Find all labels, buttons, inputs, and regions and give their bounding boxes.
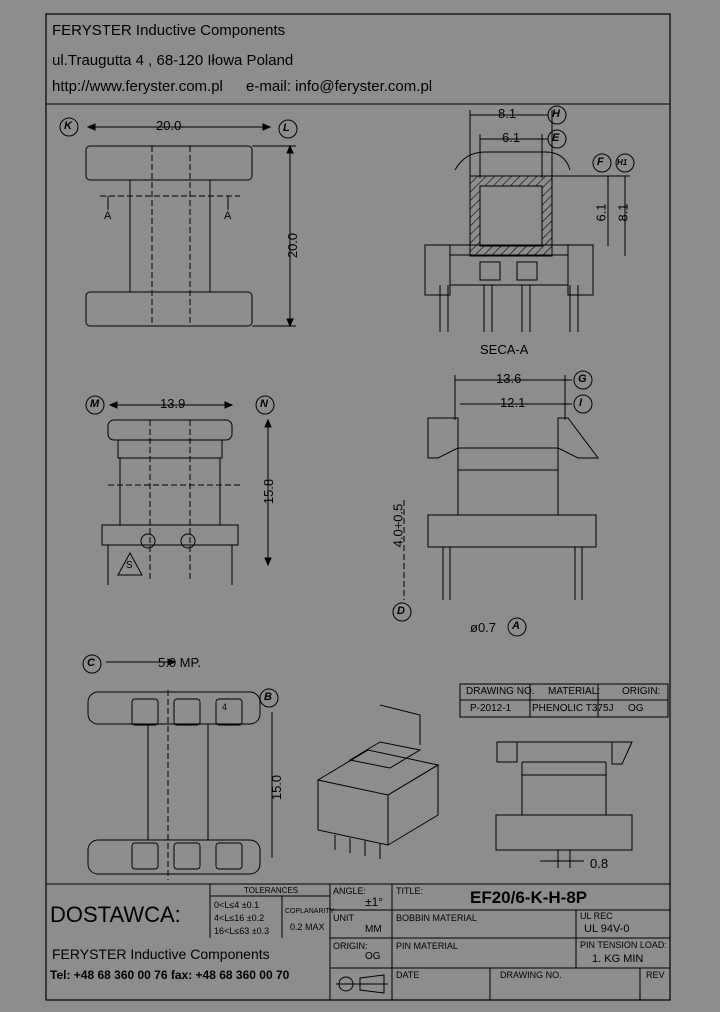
info-table — [459, 683, 669, 718]
origin-label: ORIGIN: — [333, 941, 368, 951]
ref-label-b: B — [264, 691, 272, 703]
dim-v-inner-top-right: 6.1 — [593, 203, 609, 222]
dim-pitch: 5.0 MP. — [158, 655, 202, 670]
ref-label-i: I — [579, 397, 583, 409]
section-mark-left: A — [104, 210, 112, 222]
dim-width-mid-left: 13.9 — [160, 396, 186, 411]
dim-v-outer-top-right: 8.1 — [615, 203, 631, 222]
dim-outer-top-right: 8.1 — [498, 106, 517, 121]
info-header-origin: ORIGIN: — [622, 686, 661, 697]
drawing-frame — [45, 13, 671, 1001]
bobbin-material-label: BOBBIN MATERIAL — [396, 913, 477, 923]
dim-inner-top-right: 6.1 — [502, 130, 521, 145]
mark-s: S — [126, 560, 133, 571]
tolerance-1: 0<L≤4 ±0.1 — [214, 900, 260, 910]
company-web: http://www.feryster.com.pl — [52, 78, 223, 95]
info-value-material: PHENOLIC T375J — [532, 703, 614, 714]
dim-pin-length: 4.0+0.5 — [390, 503, 406, 548]
ref-label-l: L — [283, 122, 290, 134]
angle-value: ±1° — [365, 895, 384, 909]
ref-label-g: G — [578, 373, 587, 385]
info-header-material: MATERIAL: — [548, 686, 601, 697]
view-bottom-left — [82, 654, 279, 880]
origin-value: OG — [365, 951, 381, 962]
coplanarity-label: COPLANARITY — [285, 908, 335, 915]
pin-tension-value: 1. KG MIN — [592, 953, 644, 965]
ref-label-h: H — [552, 108, 560, 120]
dim-gap: 0.8 — [590, 856, 609, 871]
ref-label-d: D — [397, 605, 405, 617]
dim-height-mid-left: 15.8 — [261, 478, 277, 505]
view-top-left — [59, 117, 298, 328]
info-value-origin: OG — [628, 703, 644, 714]
pin-material-label: PIN MATERIAL — [396, 941, 458, 951]
view-isometric — [316, 704, 440, 859]
drawing-no-label: DRAWING NO. — [500, 970, 562, 980]
ref-label-a: A — [512, 620, 520, 632]
title-value: EF20/6-K-H-8P — [470, 888, 588, 907]
dim-inner-mid-right: 12.1 — [500, 395, 526, 410]
supplier-company: FERYSTER Inductive Components — [52, 946, 270, 962]
coplanarity-value: 0.2 MAX — [290, 922, 325, 932]
info-value-drawing-no: P-2012-1 — [470, 703, 512, 714]
ref-label-c: C — [87, 657, 95, 669]
ref-label-e: E — [552, 132, 560, 144]
title-label: TITLE: — [396, 886, 424, 896]
view-bottom-right — [495, 741, 633, 868]
unit-label: UNIT — [333, 913, 354, 923]
ref-label-f: F — [597, 156, 604, 168]
ref-label-k: K — [64, 120, 72, 132]
view-mid-left — [85, 395, 275, 585]
company-address: ul.Traugutta 4 , 68-120 Iłowa Poland — [52, 52, 294, 69]
tolerance-3: 16<L≤63 ±0.3 — [214, 926, 270, 936]
company-name: FERYSTER Inductive Components — [52, 22, 286, 39]
tolerances-title: TOLERANCES — [244, 886, 299, 895]
tolerance-2: 4<L≤16 ±0.2 — [214, 913, 265, 923]
pin-number: 4 — [222, 702, 228, 712]
title-block — [46, 883, 670, 1000]
ref-circle-k — [59, 117, 79, 137]
ul-rec-label: UL REC — [580, 911, 613, 921]
date-label: DATE — [396, 970, 420, 980]
section-label: SECA-A — [480, 342, 529, 357]
dim-outer-mid-right: 13.6 — [496, 371, 522, 386]
ref-label-m: M — [90, 398, 100, 410]
ref-circle-l — [278, 119, 298, 139]
info-header-drawing-no: DRAWING NO. — [466, 686, 535, 697]
view-top-right — [424, 105, 635, 332]
rev-label: REV — [646, 970, 665, 980]
section-mark-right: A — [224, 210, 232, 222]
dim-width-top-left: 20.0 — [156, 118, 182, 133]
pin-diameter: ø0.7 — [470, 620, 497, 635]
dim-height-bottom-left: 15.0 — [269, 774, 285, 801]
view-mid-right — [392, 370, 599, 637]
ref-label-h1: H1 — [617, 158, 628, 167]
supplier-label: DOSTAWCA: — [50, 902, 181, 927]
unit-value: MM — [365, 924, 382, 935]
ref-label-n: N — [260, 398, 268, 410]
company-email: e-mail: info@feryster.com.pl — [246, 78, 433, 95]
supplier-contact: Tel: +48 68 360 00 76 fax: +48 68 360 00… — [50, 968, 290, 982]
ul-rec-value: UL 94V-0 — [584, 923, 630, 935]
pin-tension-label: PIN TENSION LOAD: — [580, 940, 667, 950]
angle-label: ANGLE: — [333, 886, 367, 896]
dim-height-top-left: 20.0 — [285, 232, 301, 259]
